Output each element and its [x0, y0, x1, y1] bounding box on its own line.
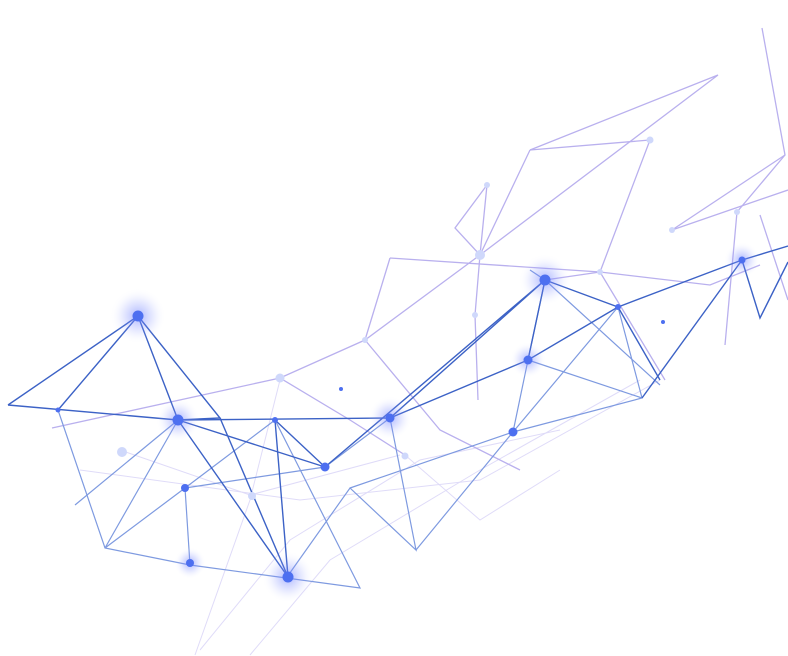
- node: [55, 407, 61, 413]
- node: [508, 427, 518, 437]
- node: [362, 337, 368, 343]
- pale-nodes: [117, 136, 740, 500]
- node: [669, 227, 675, 233]
- node: [472, 312, 478, 318]
- node: [275, 373, 285, 383]
- node: [385, 413, 395, 423]
- node: [475, 250, 485, 260]
- node: [172, 414, 184, 426]
- node: [523, 355, 533, 365]
- node: [282, 571, 294, 583]
- back-lines: [51, 27, 788, 471]
- node: [117, 447, 127, 457]
- node: [738, 256, 746, 264]
- node: [132, 310, 144, 322]
- node: [646, 136, 654, 144]
- network-nodes: [55, 256, 746, 583]
- node: [484, 182, 490, 188]
- node: [401, 452, 409, 460]
- node: [615, 304, 621, 310]
- node: [339, 387, 343, 391]
- node: [320, 462, 330, 472]
- node: [248, 492, 256, 500]
- node: [272, 417, 278, 423]
- node: [661, 320, 665, 324]
- node: [734, 209, 740, 215]
- node: [186, 559, 194, 567]
- node: [597, 269, 603, 275]
- node: [539, 274, 551, 286]
- node-glows: [110, 242, 760, 603]
- node: [181, 484, 189, 492]
